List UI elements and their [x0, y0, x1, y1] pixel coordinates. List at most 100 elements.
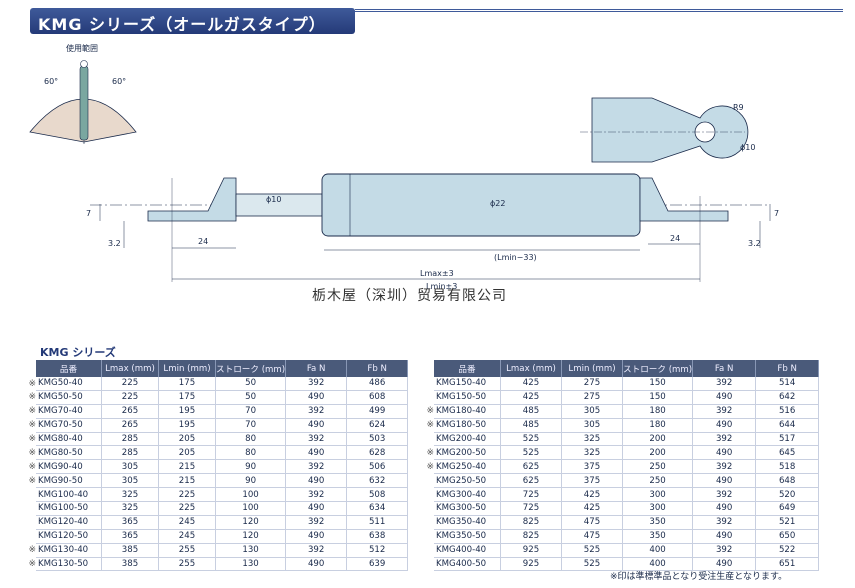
cell-lmin: 425	[561, 501, 623, 516]
cell-lmin: 205	[158, 445, 216, 461]
col-header-fa: Fa N	[692, 360, 757, 377]
cell-mark	[424, 377, 434, 390]
cell-model: KMG400-50	[434, 557, 501, 572]
cell-stroke: 200	[622, 445, 694, 461]
dim-lmax-label: Lmax±3	[420, 269, 454, 278]
cell-fa: 490	[285, 445, 348, 461]
cell-fb: 522	[755, 543, 820, 558]
cell-lmin: 195	[158, 404, 216, 419]
cell-lmin: 375	[561, 473, 623, 489]
cell-fb: 521	[755, 515, 820, 530]
cell-mark	[424, 474, 434, 488]
cell-mark: ※	[28, 392, 36, 403]
cell-lmax: 325	[101, 487, 159, 503]
eye-end-body	[591, 97, 749, 163]
col-header-stroke: ストローク (mm)	[215, 360, 287, 377]
cell-stroke: 90	[215, 459, 287, 475]
cell-lmax: 305	[101, 459, 159, 475]
cell-stroke: 120	[215, 529, 287, 544]
cell-lmax: 265	[101, 404, 159, 419]
cell-fb: 642	[755, 390, 820, 405]
cell-stroke: 400	[622, 543, 694, 558]
cell-lmin: 255	[158, 557, 216, 572]
cell-mark	[26, 502, 36, 516]
col-header-lmin: Lmin (mm)	[158, 360, 216, 377]
cell-mark: ※	[28, 475, 36, 486]
cell-mark	[424, 488, 434, 502]
angle-right-label: 60°	[112, 77, 126, 86]
cell-stroke: 150	[622, 390, 694, 405]
cell-fa: 392	[285, 404, 348, 419]
cell-fa: 392	[692, 404, 757, 419]
cell-fa: 392	[285, 377, 348, 391]
dim-r9-label: R9	[733, 103, 744, 112]
cell-model: KMG200-50	[434, 445, 501, 461]
cell-model: KMG80-50	[36, 445, 102, 461]
cell-model: KMG300-40	[434, 487, 501, 503]
cell-model: KMG70-50	[36, 418, 102, 433]
cell-lmax: 325	[101, 501, 159, 516]
col-header-fa: Fa N	[285, 360, 348, 377]
spec-table-left: 品番 Lmax (mm) Lmin (mm) ストローク (mm) Fa N F…	[26, 360, 409, 572]
cell-fa: 392	[692, 432, 757, 447]
cell-model: KMG300-50	[434, 501, 501, 516]
right-bracket	[639, 177, 729, 222]
cell-stroke: 130	[215, 557, 287, 572]
col-header-fb: Fb N	[346, 360, 409, 377]
cell-lmin: 245	[158, 515, 216, 530]
cell-fa: 490	[285, 501, 348, 516]
cell-fa: 392	[285, 543, 348, 558]
cell-lmin: 325	[561, 432, 623, 447]
cell-mark: ※	[426, 461, 434, 472]
cell-stroke: 70	[215, 418, 287, 433]
cell-model: KMG100-50	[36, 501, 102, 516]
cell-fa: 490	[692, 445, 757, 461]
mark-header	[424, 360, 434, 377]
cell-lmin: 205	[158, 432, 216, 447]
dim-7-right-label: 7	[774, 209, 779, 218]
cell-model: KMG130-40	[36, 543, 102, 558]
cell-fb: 639	[346, 557, 409, 572]
cell-lmin: 275	[561, 377, 623, 391]
cell-mark	[424, 390, 434, 404]
cell-model: KMG250-50	[434, 473, 501, 489]
cell-fb: 503	[346, 432, 409, 447]
cell-fb: 608	[346, 390, 409, 405]
table-header-row: 品番 Lmax (mm) Lmin (mm) ストローク (mm) Fa N F…	[424, 360, 820, 377]
cell-lmax: 365	[101, 529, 159, 544]
cell-stroke: 50	[215, 377, 287, 391]
footnote: ※印は準標準品となり受注生産となります。	[610, 572, 788, 582]
cell-lmax: 725	[500, 487, 562, 503]
cell-model: KMG350-40	[434, 515, 501, 530]
eye-end-detail: R9 ϕ10	[580, 97, 755, 163]
col-header-stroke: ストローク (mm)	[622, 360, 694, 377]
cell-lmin: 325	[561, 445, 623, 461]
cell-model: KMG120-50	[36, 529, 102, 544]
col-header-model: 品番	[36, 360, 102, 377]
cell-lmin: 245	[158, 529, 216, 544]
cell-stroke: 100	[215, 501, 287, 516]
cell-model: KMG70-40	[36, 404, 102, 419]
dim-lmin-label: Lmin±3	[426, 282, 457, 291]
cell-mark	[424, 557, 434, 571]
cell-fa: 490	[285, 473, 348, 489]
cell-model: KMG250-40	[434, 459, 501, 475]
cell-lmax: 625	[500, 473, 562, 489]
dim-phi22-label: ϕ22	[490, 199, 505, 208]
cell-fa: 490	[285, 418, 348, 433]
col-header-lmin: Lmin (mm)	[561, 360, 623, 377]
cell-lmin: 225	[158, 501, 216, 516]
